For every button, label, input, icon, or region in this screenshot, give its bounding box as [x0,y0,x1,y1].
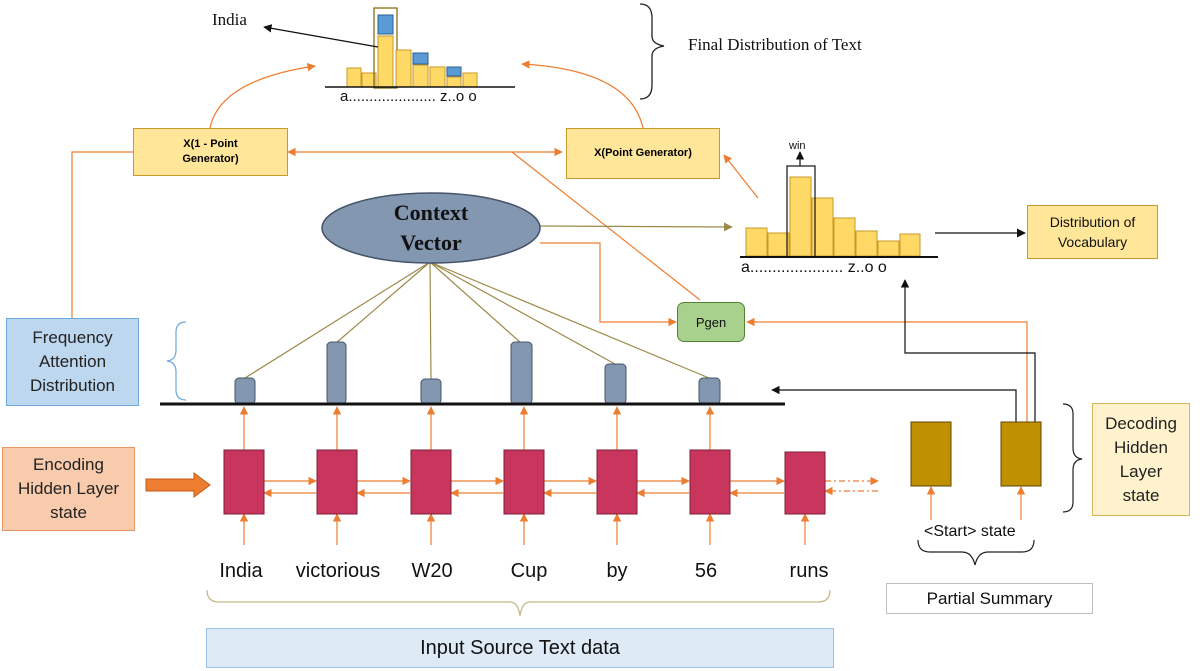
context-vector-label: Context Vector [393,200,469,255]
attention-to-left-multiplier-line [71,151,133,318]
encoder-cells [223,449,826,515]
frequency-attention-box: Frequency Attention Distribution [6,318,139,406]
vocab-dist-bar [767,232,790,257]
vocab-to-multiplier-arrow [723,154,759,199]
attention-bar [698,377,721,405]
vocab-dist-axis-label: a..................... z..o o [741,259,887,276]
decoder-cell-start [910,421,952,487]
context-vector-ellipse [321,192,541,264]
attention-bars [234,341,721,405]
encoder-cell [223,449,265,515]
output-word-arrow [263,24,379,48]
decoding-brace [1062,403,1083,513]
start-state-label: <Start> state [924,523,1016,540]
vocab-dist-bar [745,227,768,257]
input-word: India [219,560,263,582]
vocab-distribution-box: Distribution of Vocabulary [1027,205,1158,259]
encoder-cell [503,449,545,515]
final-dist-bar [412,64,429,88]
multiplier-right-box: X(Point Generator) [566,128,720,179]
attention-bar [510,341,533,405]
input-word: runs [789,560,829,582]
vocab-dist-bar [877,240,900,257]
multiplier-left-box: X(1 - Point Generator) [133,128,288,176]
start-state-brace [917,539,1035,566]
final-dist-copy-bar [412,52,429,65]
right-to-final-arrow [521,60,644,129]
final-dist-highlight [373,7,398,89]
input-to-encoder-arrows [239,486,1026,545]
encoder-cell [596,449,638,515]
vocab-dist-bar [789,176,812,257]
input-words-brace [206,589,831,617]
final-dist-bar [377,35,394,88]
final-distribution-label: Final Distribution of Text [688,35,862,54]
output-word-label: India [212,10,247,29]
encoding-hidden-box: Encoding Hidden Layer state [2,447,135,531]
input-word: Cup [510,560,548,582]
input-source-box: Input Source Text data [206,628,834,668]
final-dist-bar [446,76,462,88]
attention-bar [604,363,627,405]
decoder-to-pgen-arrow [746,317,1028,422]
final-dist-bar [462,72,478,88]
final-dist-axis-label: a..................... z..o o [340,88,477,105]
vocab-dist-bar [833,217,856,257]
decoding-hidden-box: Decoding Hidden Layer state [1092,403,1190,516]
final-dist-bar [429,66,446,88]
final-dist-bar [395,49,412,88]
final-dist-copy-bar [446,66,462,77]
vocab-dist-bar [855,230,878,257]
context-to-pgen-arrow [540,242,677,327]
win-label: win [789,140,806,152]
final-dist-bar [346,67,362,88]
input-word: by [606,560,628,582]
encoder-cell [689,449,731,515]
encoder-cell [410,449,452,515]
attention-bar [326,341,347,405]
left-to-final-arrow [209,62,316,129]
final-dist-brace [639,3,665,100]
vocab-dist-bar [899,233,921,257]
decoder-cell [1000,421,1042,487]
final-dist-copy-bar [377,14,394,35]
input-word: victorious [295,560,381,582]
input-word: W20 [411,560,453,582]
decoder-to-vocab-arrow [900,279,1036,422]
attention-brace [166,321,187,401]
encoder-recurrent-arrows [263,476,879,498]
final-distribution-chart [325,7,515,89]
partial-summary-box: Partial Summary [886,583,1093,614]
encoder-cell [316,449,358,515]
context-to-vocab-arrow [539,222,733,232]
encoder-to-attention-arrows [239,406,715,450]
encoding-input-arrow [145,472,211,498]
encoder-cell [784,451,826,515]
attention-fan-lines [244,261,710,381]
vocab-distribution-chart [740,165,938,258]
attention-bar [420,378,442,405]
input-word: 56 [694,560,718,582]
attention-bar [234,377,256,405]
decoder-to-attention-arrow [771,385,1017,422]
pgen-box: Pgen [677,302,745,342]
